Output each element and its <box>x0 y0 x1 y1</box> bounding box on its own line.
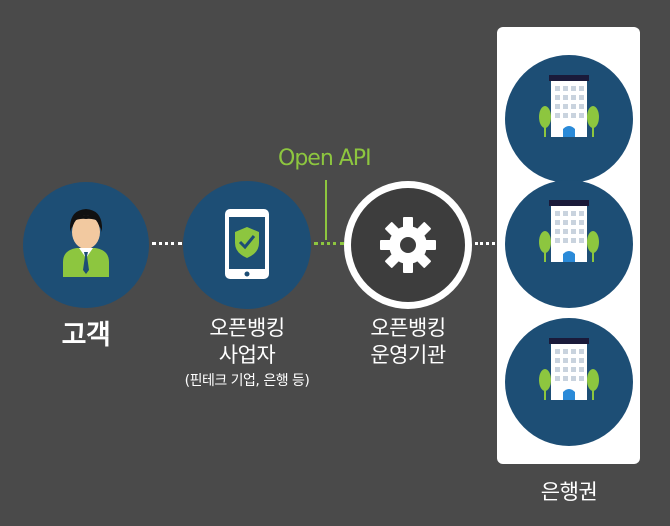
connector-dots-3 <box>475 242 495 245</box>
bank-building-icon <box>539 75 599 137</box>
provider-sub-label: (핀테크 기업, 은행 등) <box>184 373 310 389</box>
bank-building-icon <box>539 200 599 262</box>
connector-dots-2 <box>314 242 344 245</box>
provider-label-line2: 사업자 <box>218 343 276 367</box>
operator-node <box>344 181 472 309</box>
operator-label-line1: 오픈뱅킹 <box>370 316 446 340</box>
customer-label: 고객 <box>61 320 111 351</box>
smartphone-shield-icon <box>225 209 269 279</box>
operator-label-line2: 운영기관 <box>370 343 446 367</box>
bank-node <box>505 318 633 446</box>
provider-node <box>183 181 311 309</box>
connector-dots-1 <box>152 242 182 245</box>
banks-label: 은행권 <box>540 480 598 504</box>
customer-node <box>23 182 149 308</box>
person-icon <box>63 209 109 277</box>
bank-node <box>505 55 633 183</box>
open-api-label: Open API <box>278 146 372 171</box>
gear-icon <box>380 217 436 273</box>
api-pointer-line <box>325 180 327 240</box>
provider-label-line1: 오픈뱅킹 <box>209 316 285 340</box>
bank-node <box>505 180 633 308</box>
bank-building-icon <box>539 338 599 400</box>
